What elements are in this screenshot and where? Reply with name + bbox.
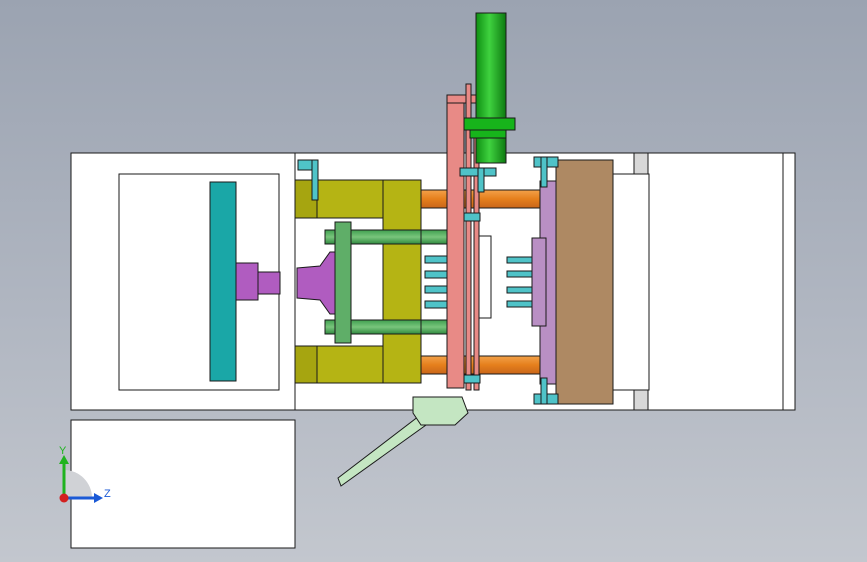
cyan-pin-5 bbox=[506, 256, 536, 264]
brown-platen[interactable] bbox=[555, 159, 614, 405]
cyan-pin-8 bbox=[506, 300, 536, 308]
clamp-top-left-bar bbox=[311, 159, 319, 201]
rail-post-top bbox=[633, 152, 649, 175]
cyan-pin-3 bbox=[424, 285, 448, 294]
triad-quadrant bbox=[64, 470, 92, 498]
rail-post-bottom bbox=[633, 389, 649, 411]
pink-rod-2 bbox=[473, 127, 480, 391]
nozzle-body[interactable] bbox=[235, 262, 259, 301]
orange-rod-top bbox=[420, 189, 546, 209]
cyan-foot-bottom bbox=[463, 374, 481, 384]
lower-panel bbox=[70, 419, 296, 549]
green-pin-top-right bbox=[420, 229, 448, 245]
coordinate-triad-icon: Y Z bbox=[59, 445, 111, 503]
gray-stripe bbox=[478, 235, 492, 319]
triad-y-arrow bbox=[59, 455, 69, 464]
cyan-pin-1 bbox=[424, 255, 448, 264]
triad-origin bbox=[59, 493, 69, 503]
cylinder-base bbox=[469, 129, 507, 139]
green-ejector-plate[interactable] bbox=[334, 221, 352, 344]
lilac-insert bbox=[531, 237, 547, 327]
pink-rod-1 bbox=[465, 83, 472, 391]
cyan-pin-4 bbox=[424, 300, 448, 309]
cyan-foot-top bbox=[463, 212, 481, 222]
cyan-pin-6 bbox=[506, 270, 536, 278]
triad-y-label: Y bbox=[59, 445, 67, 457]
olive-side-bottom bbox=[294, 345, 318, 384]
olive-main-plate[interactable] bbox=[382, 179, 422, 384]
nozzle-stem bbox=[257, 271, 281, 295]
teal-platen[interactable] bbox=[209, 181, 237, 382]
right-rail bbox=[611, 173, 650, 391]
triad-z-label: Z bbox=[104, 488, 111, 500]
clamp-bottom-right-bar bbox=[540, 377, 548, 405]
mold-assembly[interactable] bbox=[70, 12, 796, 549]
cyan-pin-7 bbox=[506, 286, 536, 294]
cylinder-barrel[interactable] bbox=[475, 12, 507, 164]
cylinder-flange bbox=[463, 117, 516, 131]
triad-z-arrow bbox=[94, 493, 103, 503]
clamp-top-right-bar bbox=[540, 156, 548, 188]
cyan-pin-2 bbox=[424, 270, 448, 279]
pink-plate[interactable] bbox=[446, 94, 465, 389]
orange-rod-bottom bbox=[420, 355, 546, 375]
chute-head[interactable] bbox=[412, 396, 469, 426]
green-pin-bottom-right bbox=[420, 319, 448, 335]
cyan-bracket-bar bbox=[477, 167, 485, 193]
chute-arm[interactable] bbox=[337, 412, 434, 487]
